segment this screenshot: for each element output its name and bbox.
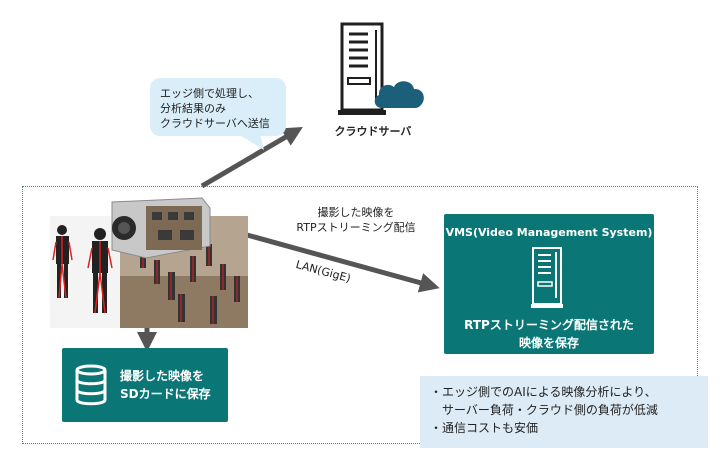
sd-line-2: SDカードに保存 — [120, 387, 211, 401]
benefit-line-1: ・エッジ側でのAIによる映像分析により、 — [430, 385, 657, 399]
server-rack-icon — [338, 22, 386, 115]
benefits-note: ・エッジ側でのAIによる映像分析により、 サーバー負荷・クラウド側の負荷が低減 … — [420, 376, 708, 448]
cloud-server-label: クラウドサーバ — [334, 125, 412, 138]
bubble-line-3: クラウドサーバへ送信 — [160, 117, 270, 130]
bubble-line-1: エッジ側で処理し、 — [160, 87, 259, 100]
people-scene-illustration — [50, 216, 248, 328]
local-network-boundary — [22, 186, 698, 444]
sd-line-1: 撮影した映像を — [120, 369, 205, 383]
database-icon — [75, 364, 107, 406]
cloud-icon — [374, 81, 424, 108]
benefit-line-2: サーバー負荷・クラウド側の負荷が低減 — [430, 403, 658, 417]
streaming-label: 撮影した映像を RTPストリーミング配信 — [286, 205, 426, 235]
streaming-line-2: RTPストリーミング配信 — [296, 221, 416, 234]
vms-box: VMS(Video Management System) RTPストリーミング配… — [444, 214, 654, 354]
vms-server-icon — [531, 247, 563, 308]
edge-processing-bubble: エッジ側で処理し、 分析結果のみ クラウドサーバへ送信 — [150, 78, 286, 136]
edge-ai-camera-icon — [111, 197, 211, 259]
benefit-line-3: ・通信コストも安価 — [430, 421, 539, 435]
vms-line-1: RTPストリーミング配信された — [464, 318, 634, 332]
bubble-tail — [238, 134, 264, 150]
arrow-to-cloud — [200, 126, 303, 189]
vms-line-2: 映像を保存 — [518, 336, 579, 350]
bubble-line-2: 分析結果のみ — [160, 102, 226, 115]
streaming-line-1: 撮影した映像を — [317, 206, 395, 219]
cloud-server-group: クラウドサーバ — [318, 22, 428, 142]
vms-title: VMS(Video Management System) — [445, 226, 653, 239]
sd-card-storage-box: 撮影した映像を SDカードに保存 — [62, 348, 228, 422]
